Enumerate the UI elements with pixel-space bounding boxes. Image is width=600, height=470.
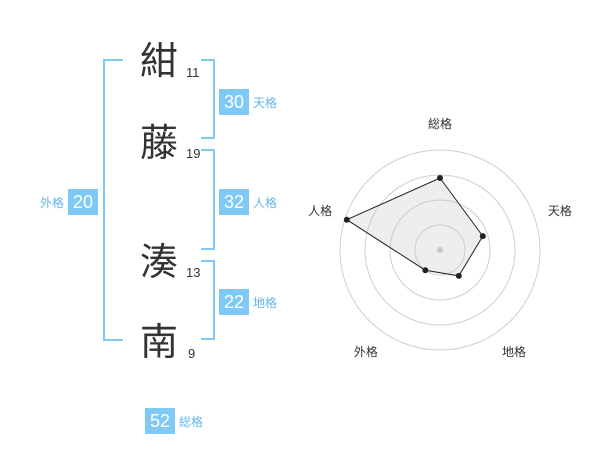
soukaku-label: 総格 xyxy=(179,414,204,429)
radar-point-3 xyxy=(455,272,462,279)
chikaku-bracket xyxy=(201,260,215,340)
chikaku-label: 地格 xyxy=(253,295,278,310)
gaikaku-bracket xyxy=(103,59,123,341)
jinkaku-badge: 32 人格 xyxy=(219,189,281,215)
given-char-2-strokes: 9 xyxy=(188,346,196,361)
chikaku-value: 22 xyxy=(219,289,249,315)
radar-grid xyxy=(339,149,541,351)
radar-points xyxy=(343,175,486,279)
radar-point-5 xyxy=(343,216,350,223)
gaikaku-value: 20 xyxy=(68,189,99,215)
radar-point-2 xyxy=(479,233,486,240)
jinkaku-label: 人格 xyxy=(253,195,278,210)
tenkaku-label: 天格 xyxy=(253,95,278,110)
radar-area xyxy=(345,177,484,277)
given-char-1: 湊 xyxy=(140,240,179,284)
radar-axis-label-3: 地格 xyxy=(502,344,526,359)
given-char-1-strokes: 13 xyxy=(186,265,201,280)
radar-axis-label-4: 外格 xyxy=(354,344,378,359)
gaikaku-label: 外格 xyxy=(40,195,65,210)
gaikaku-badge: 外格 20 xyxy=(36,189,99,215)
jinkaku-value: 32 xyxy=(219,189,249,215)
surname-char-1: 紺 xyxy=(140,39,179,83)
radar-point-4 xyxy=(422,267,429,274)
radar-axis-label-5: 人格 xyxy=(308,203,332,218)
radar-axis-label-1: 総格 xyxy=(428,116,452,131)
tenkaku-bracket xyxy=(201,59,215,139)
radar-ring xyxy=(414,224,466,276)
tenkaku-value: 30 xyxy=(219,89,249,115)
chikaku-badge: 22 地格 xyxy=(219,289,281,315)
soukaku-badge: 52 総格 xyxy=(145,408,207,434)
jinkaku-bracket xyxy=(201,149,215,250)
surname-char-2: 藤 xyxy=(140,121,179,165)
surname-char-1-strokes: 11 xyxy=(186,65,200,80)
surname-char-2-strokes: 19 xyxy=(186,146,201,161)
tenkaku-badge: 30 天格 xyxy=(219,89,281,115)
radar-ring xyxy=(389,199,491,301)
radar-axis-label-2: 天格 xyxy=(548,203,572,218)
radar-center-dot xyxy=(437,247,443,253)
soukaku-value: 52 xyxy=(145,408,175,434)
given-char-2: 南 xyxy=(140,320,179,364)
radar-ring xyxy=(339,149,541,351)
radar-point-1 xyxy=(437,175,443,181)
